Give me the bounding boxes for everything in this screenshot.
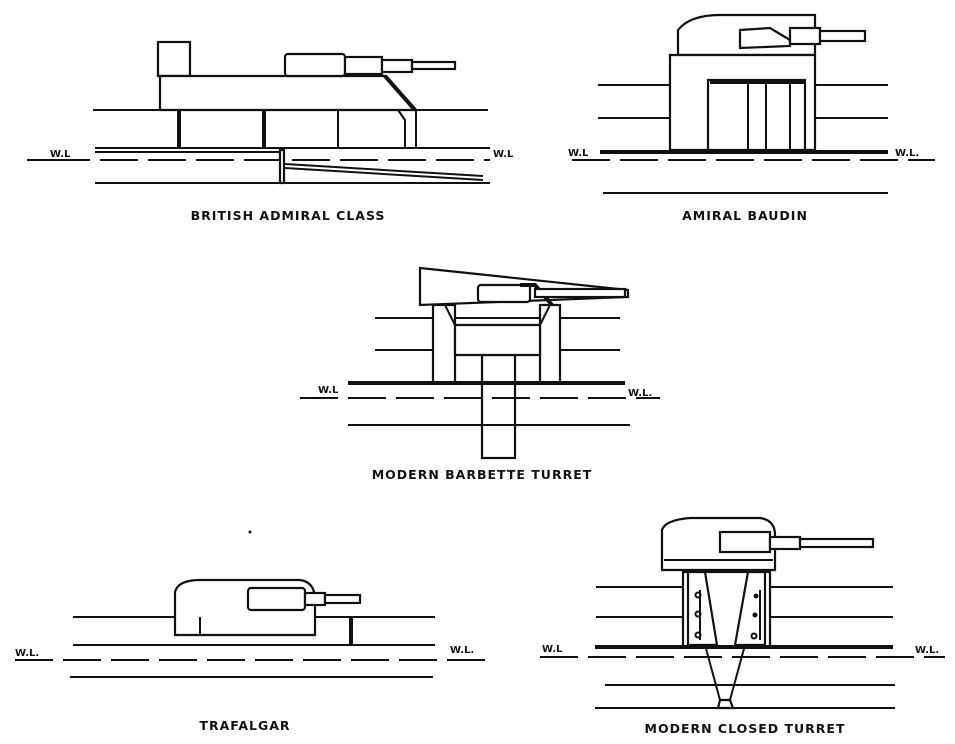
waterline-label-left: W.L xyxy=(568,148,589,159)
caption-trafalgar: TRAFALGAR xyxy=(199,718,290,733)
waterline-label-left: W.L xyxy=(50,149,71,160)
caption-modern-closed-turret: MODERN CLOSED TURRET xyxy=(645,721,846,736)
waterline-label-right: W.L. xyxy=(895,148,919,159)
figure-british-admiral-class: W.L W.L BRITISH ADMIRAL CLASS xyxy=(27,40,514,223)
caption-modern-barbette-turret: MODERN BARBETTE TURRET xyxy=(372,467,593,482)
figure-trafalgar: W.L. W.L. TRAFALGAR xyxy=(15,530,490,733)
waterline-label-left: W.L xyxy=(318,385,339,396)
figure-modern-barbette-turret: W.L W.L. MODERN BARBETTE TURRET xyxy=(300,266,660,482)
waterline-label-right: W.L. xyxy=(628,388,652,399)
waterline-label-right: W.L xyxy=(493,149,514,160)
waterline-label-right: W.L. xyxy=(915,645,939,656)
figure-modern-closed-turret: W.L W.L. MODERN CLOSED TURRET xyxy=(540,516,945,736)
waterline-label-left: W.L xyxy=(542,644,563,655)
waterline-label-right: W.L. xyxy=(450,645,474,656)
figure-amiral-baudin: W.L W.L. AMIRAL BAUDIN xyxy=(568,13,935,223)
caption-amiral-baudin: AMIRAL BAUDIN xyxy=(682,208,808,223)
waterline-label-left: W.L. xyxy=(15,648,39,659)
caption-british-admiral-class: BRITISH ADMIRAL CLASS xyxy=(191,208,386,223)
